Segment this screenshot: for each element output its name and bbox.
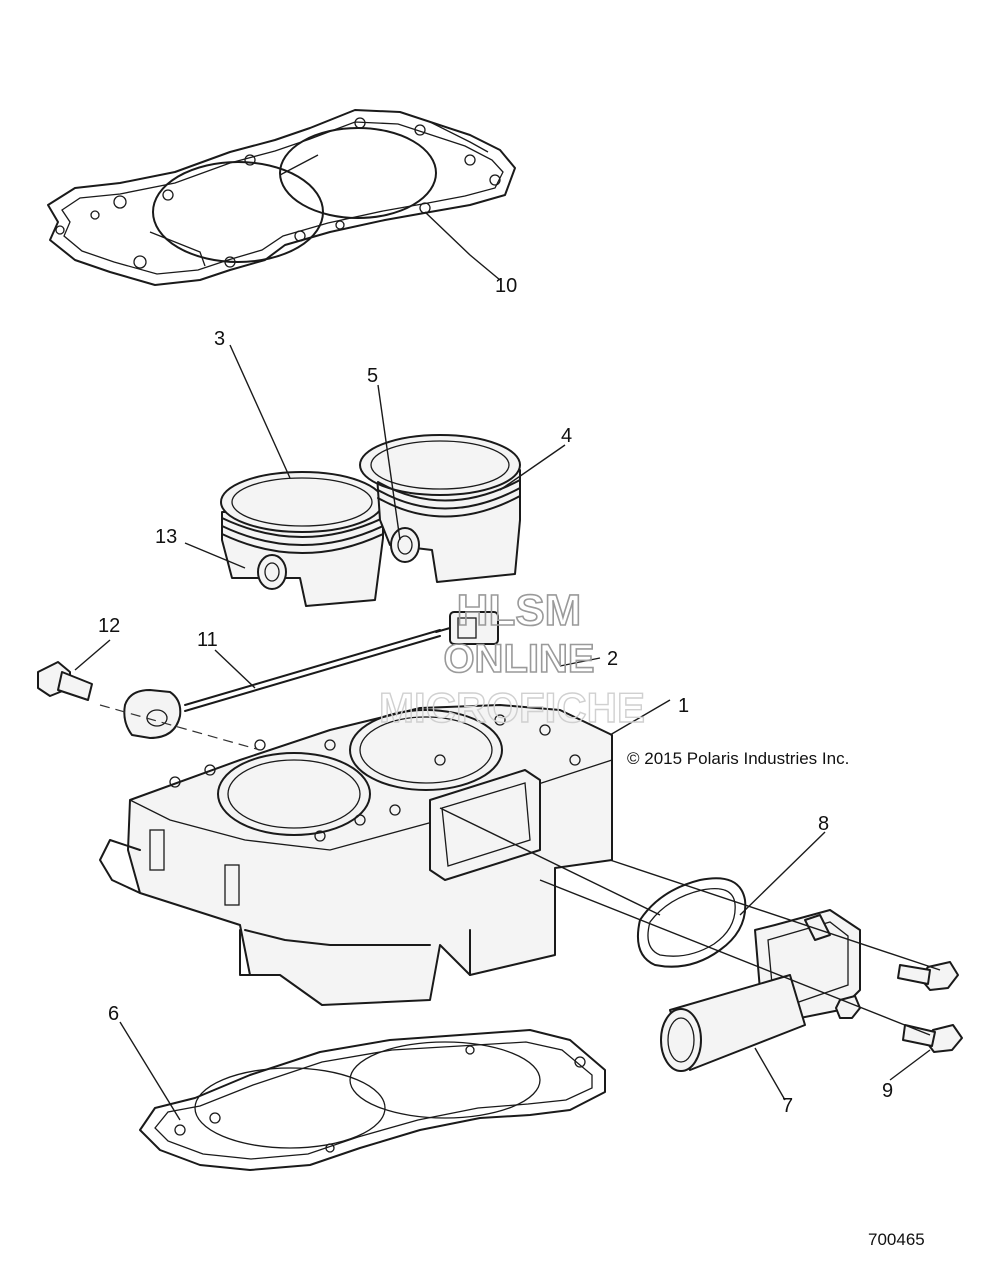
thermostat-seal <box>636 877 747 968</box>
callout-2: 2 <box>607 648 618 670</box>
watermark-line-2: ONLINE <box>443 637 594 681</box>
spacer-sleeve <box>123 689 182 739</box>
piston-left <box>220 471 384 607</box>
callout-10: 10 <box>495 275 517 297</box>
watermark-line-3: MICROFICHE <box>379 684 645 731</box>
callout-11: 11 <box>197 629 218 651</box>
callout-numbers: 1 2 3 4 5 6 7 8 9 10 11 12 13 <box>98 275 893 1117</box>
assembly-lines <box>99 704 941 1036</box>
sensor-lead <box>184 629 441 712</box>
watermark: HLSM ONLINE MICROFICHE <box>378 585 645 732</box>
thermostat-housing <box>660 909 861 1072</box>
bolt-left <box>37 661 93 701</box>
callout-9: 9 <box>882 1080 893 1102</box>
callout-12: 12 <box>98 615 120 637</box>
housing-bolts <box>835 961 963 1053</box>
callout-1: 1 <box>678 695 689 717</box>
piston-right <box>359 434 521 583</box>
base-gasket <box>139 1029 606 1171</box>
cylinder-block <box>99 704 613 1006</box>
leader-lines <box>74 211 931 1121</box>
callout-4: 4 <box>561 425 572 447</box>
watermark-line-1: HLSM <box>457 586 582 635</box>
callout-3: 3 <box>214 328 225 350</box>
figure-number: 700465 <box>868 1230 925 1249</box>
copyright-notice: © 2015 Polaris Industries Inc. <box>627 749 849 768</box>
callout-5: 5 <box>367 365 378 387</box>
callout-6: 6 <box>108 1003 119 1025</box>
head-gasket <box>47 109 516 286</box>
callout-7: 7 <box>782 1095 793 1117</box>
callout-8: 8 <box>818 813 829 835</box>
callout-13: 13 <box>155 526 177 548</box>
